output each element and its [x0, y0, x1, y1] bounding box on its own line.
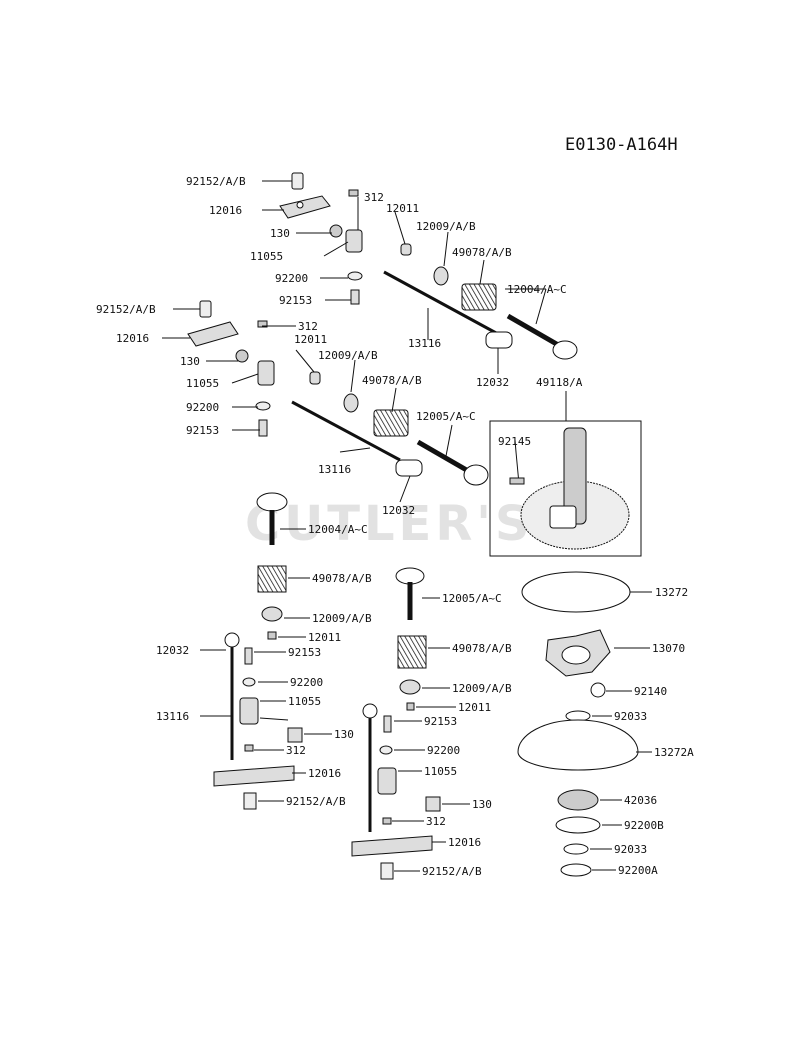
- part-label: 312: [426, 815, 446, 828]
- part-label: 49078/A/B: [452, 246, 512, 259]
- governor-assembly: [517, 571, 639, 877]
- part-label: 13070: [652, 642, 685, 655]
- part-label: 12032: [476, 376, 509, 389]
- part-label: 92145: [498, 435, 531, 448]
- part-label: 42036: [624, 794, 657, 807]
- part-label: 12016: [308, 767, 341, 780]
- part-label: 12004/A~C: [507, 283, 567, 296]
- part-label: 12011: [294, 333, 327, 346]
- part-label: 312: [298, 320, 318, 333]
- part-label: 92153: [288, 646, 321, 659]
- part-label: 12005/A~C: [416, 410, 476, 423]
- leader-lines: [162, 180, 652, 872]
- part-label: 11055: [288, 695, 321, 708]
- part-label: 92153: [186, 424, 219, 437]
- part-label: 12009/A/B: [318, 349, 378, 362]
- part-label: 49078/A/B: [362, 374, 422, 387]
- part-label: 92200: [186, 401, 219, 414]
- part-label: 92200A: [618, 864, 658, 877]
- part-label: 12016: [116, 332, 149, 345]
- part-label: 130: [180, 355, 200, 368]
- part-label: 92033: [614, 710, 647, 723]
- part-label: 49078/A/B: [452, 642, 512, 655]
- part-label: 12009/A/B: [452, 682, 512, 695]
- part-label: 92153: [279, 294, 312, 307]
- part-label: 92152/A/B: [96, 303, 156, 316]
- part-label: 12016: [209, 204, 242, 217]
- part-labels: 92152/A/B 12016 312 12011 130 12009/A/B …: [96, 175, 694, 878]
- part-label: 92033: [614, 843, 647, 856]
- part-label: 13272: [655, 586, 688, 599]
- part-label: 13116: [408, 337, 441, 350]
- part-label: 92152/A/B: [286, 795, 346, 808]
- part-label: 130: [472, 798, 492, 811]
- upper-rocker-assembly: [279, 172, 578, 360]
- part-label: 13272A: [654, 746, 694, 759]
- part-label: 12009/A/B: [312, 612, 372, 625]
- part-label: 92200: [290, 676, 323, 689]
- part-label: 130: [270, 227, 290, 240]
- part-label: 12032: [382, 504, 415, 517]
- part-label: 12032: [156, 644, 189, 657]
- camshaft-box: [489, 420, 642, 557]
- part-label: 49078/A/B: [312, 572, 372, 585]
- lower-left-assembly: [213, 492, 303, 810]
- lower-center-assembly: [351, 567, 441, 880]
- part-label: 92152/A/B: [422, 865, 482, 878]
- middle-rocker-assembly: [187, 300, 489, 486]
- part-label: 13116: [318, 463, 351, 476]
- part-label: 312: [286, 744, 306, 757]
- part-label: 11055: [186, 377, 219, 390]
- part-label: 12004/A~C: [308, 523, 368, 536]
- part-label: 12011: [458, 701, 491, 714]
- part-label: 11055: [424, 765, 457, 778]
- part-label: 13116: [156, 710, 189, 723]
- part-label: 92200: [275, 272, 308, 285]
- watermark: CUTLER'S: [245, 496, 534, 552]
- part-label: 312: [364, 191, 384, 204]
- part-label: 12009/A/B: [416, 220, 476, 233]
- part-label: 12005/A~C: [442, 592, 502, 605]
- part-label: 92140: [634, 685, 667, 698]
- part-label: 92153: [424, 715, 457, 728]
- part-label: 12011: [308, 631, 341, 644]
- part-label: 92200B: [624, 819, 664, 832]
- part-label: 12016: [448, 836, 481, 849]
- part-label: 130: [334, 728, 354, 741]
- diagram-code: E0130-A164H: [565, 135, 678, 155]
- part-label: 92200: [427, 744, 460, 757]
- part-label: 11055: [250, 250, 283, 263]
- part-label: 49118/A: [536, 376, 583, 389]
- part-label: 12011: [386, 202, 419, 215]
- part-label: 92152/A/B: [186, 175, 246, 188]
